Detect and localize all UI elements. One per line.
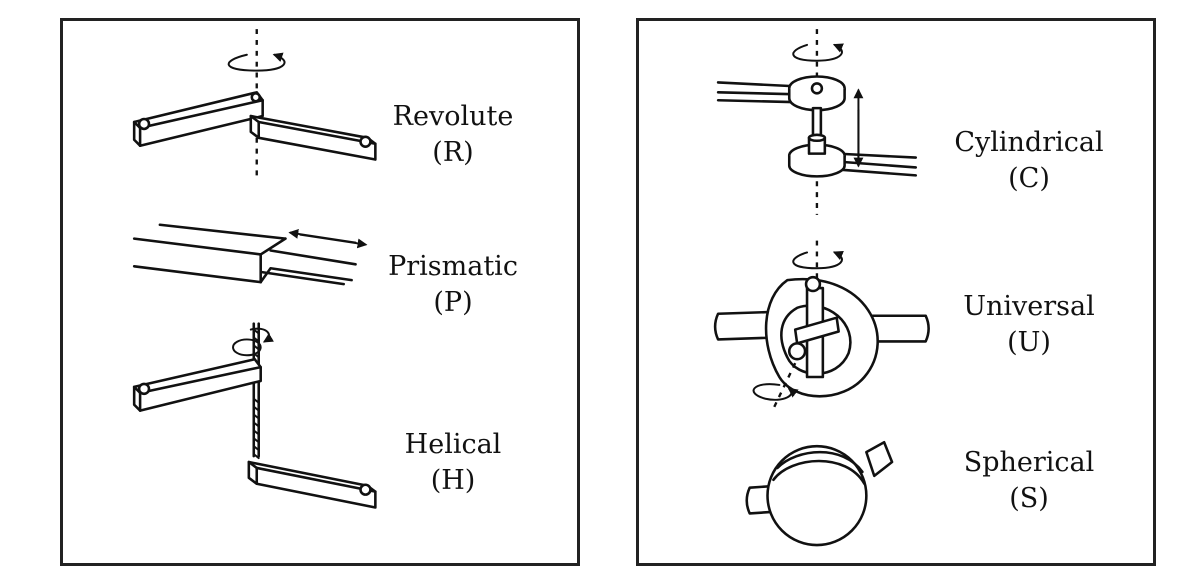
joint-abbrev: (S) — [1009, 483, 1049, 514]
helical-joint-icon — [132, 322, 377, 509]
joint-abbrev: (P) — [433, 287, 473, 318]
right-panel-illustrations — [713, 29, 930, 547]
joint-abbrev: (R) — [432, 137, 474, 168]
joint-name: Universal — [963, 291, 1095, 322]
joint-name: Spherical — [963, 447, 1095, 478]
joint-name: Prismatic — [388, 251, 518, 282]
prismatic-joint-icon — [132, 223, 368, 286]
joint-name: Revolute — [392, 101, 514, 132]
joint-label-universal: Universal (U) — [929, 289, 1129, 361]
universal-joint-icon — [713, 240, 930, 410]
joint-panel-left: Revolute (R) Prismatic (P) Helical (H) — [60, 18, 580, 566]
joint-name: Cylindrical — [954, 127, 1104, 158]
joint-label-cylindrical: Cylindrical (C) — [929, 125, 1129, 197]
joint-label-prismatic: Prismatic (P) — [353, 249, 553, 321]
joint-name: Helical — [404, 429, 502, 460]
spherical-joint-icon — [745, 440, 894, 547]
joint-panel-right: Cylindrical (C) Universal (U) Spherical … — [636, 18, 1156, 566]
joint-abbrev: (U) — [1007, 327, 1051, 358]
cylindrical-joint-icon — [716, 29, 918, 215]
revolute-joint-icon — [132, 29, 377, 182]
joint-abbrev: (H) — [430, 465, 476, 496]
joint-label-spherical: Spherical (S) — [929, 445, 1129, 517]
joint-label-revolute: Revolute (R) — [353, 99, 553, 171]
joint-abbrev: (C) — [1008, 163, 1050, 194]
joint-label-helical: Helical (H) — [353, 427, 553, 499]
left-panel-illustrations — [132, 29, 377, 509]
